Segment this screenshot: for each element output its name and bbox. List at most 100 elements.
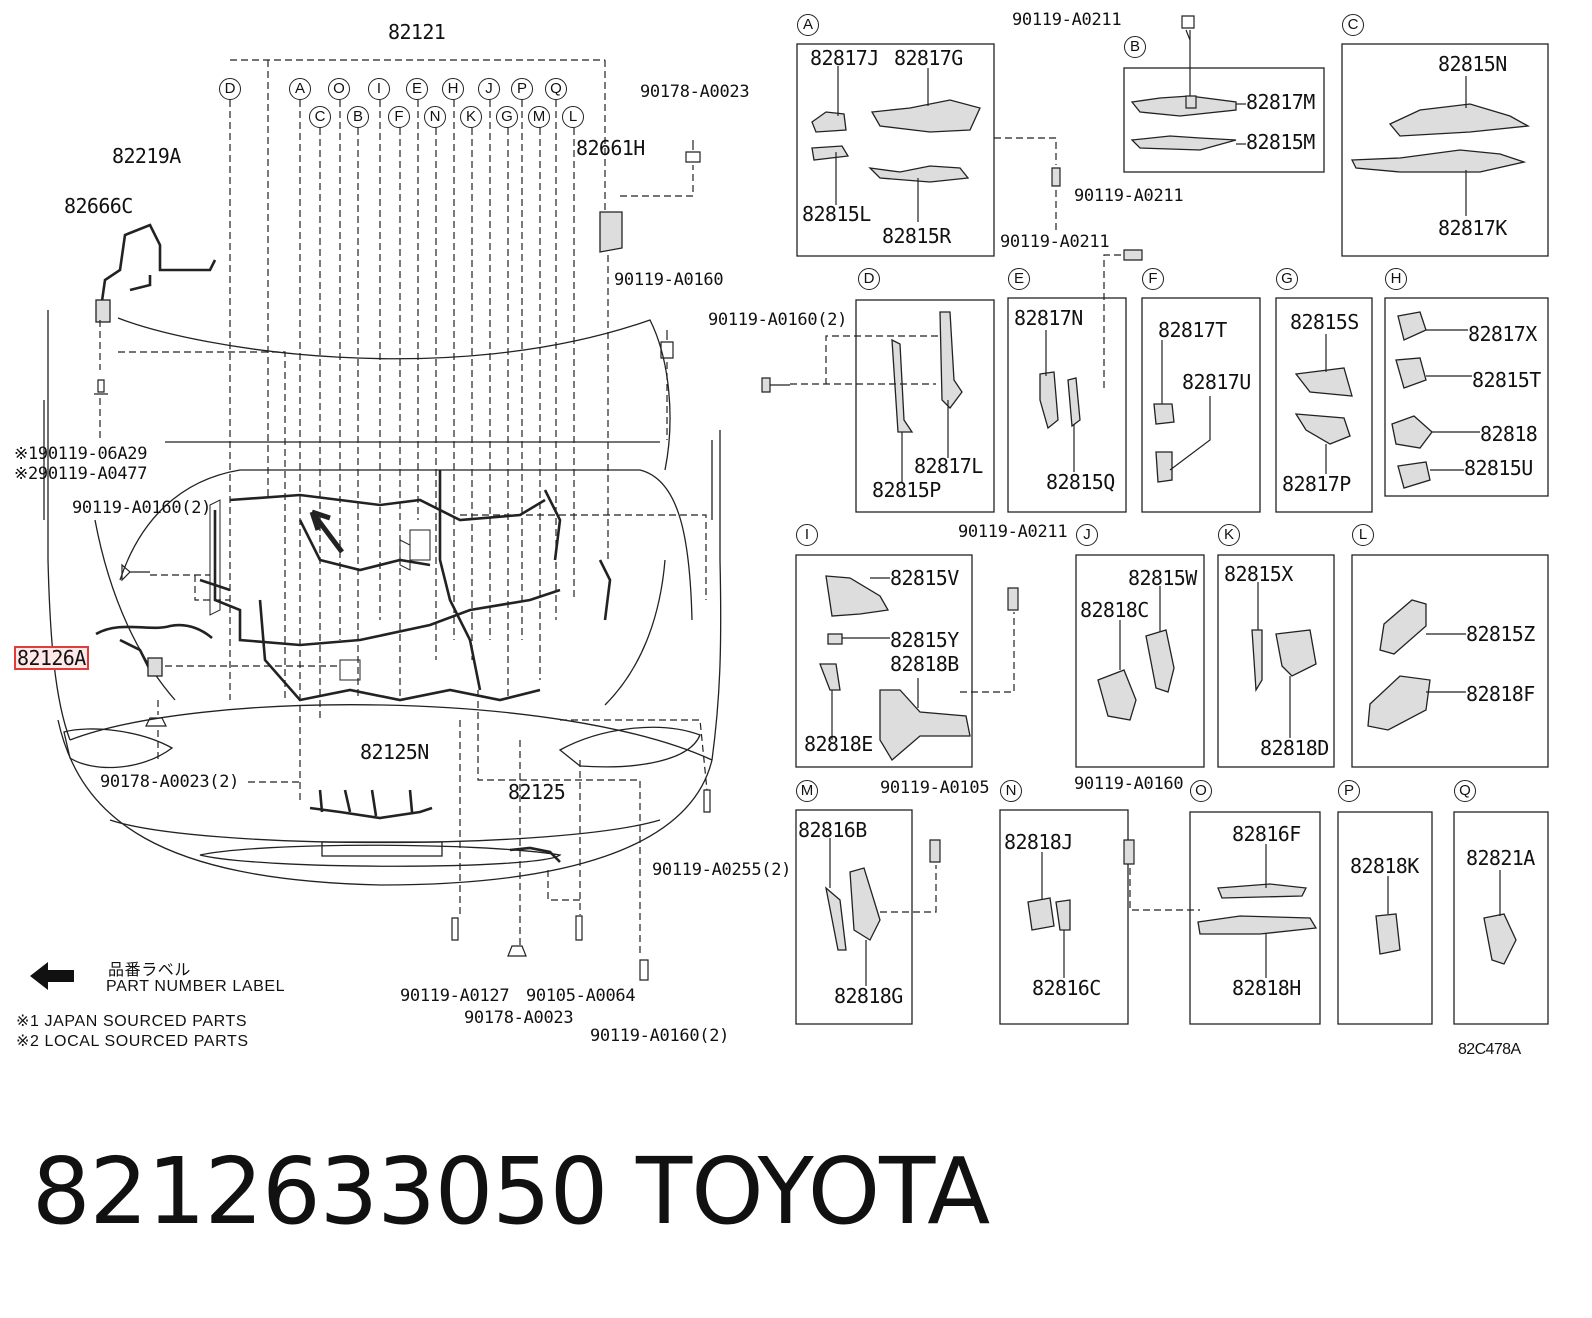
label-82817N: 82817N	[1014, 306, 1083, 330]
label-82818J: 82818J	[1004, 830, 1073, 854]
label-82818F: 82818F	[1466, 682, 1535, 706]
harness-82219A	[98, 223, 217, 316]
box-L	[1351, 554, 1549, 768]
box-P	[1337, 811, 1433, 1025]
label-82818K: 82818K	[1350, 854, 1419, 878]
ref-callout-k: K	[460, 106, 482, 128]
label-82821A: 82821A	[1466, 846, 1535, 870]
headlamp-left	[63, 728, 174, 769]
label-82818E: 82818E	[804, 732, 873, 756]
label-82818B: 82818B	[890, 652, 959, 676]
lower-grille	[199, 844, 562, 867]
label-82816F: 82816F	[1232, 822, 1301, 846]
label-90119-A0105: 90119-A0105	[880, 778, 990, 798]
detail-ref-q: Q	[1454, 780, 1476, 802]
label-82818H: 82818H	[1232, 976, 1301, 1000]
harness-82125	[509, 846, 561, 863]
detail-ref-a: A	[797, 14, 819, 36]
label-82817X: 82817X	[1468, 322, 1537, 346]
box-K	[1217, 554, 1335, 768]
ref-callout-m: M	[528, 106, 550, 128]
label-82125N: 82125N	[360, 740, 429, 764]
label-90119-A0211-mid1: 90119-A0211	[1074, 186, 1184, 206]
box-B	[1123, 67, 1325, 173]
box-G	[1275, 297, 1373, 513]
detail-ref-m: M	[796, 780, 818, 802]
ref-callout-j: J	[478, 78, 500, 100]
engine-harness	[199, 470, 612, 702]
ref-callout-f: F	[388, 106, 410, 128]
bumper-top	[69, 704, 713, 761]
box-H	[1384, 297, 1549, 497]
ref-callout-a: A	[289, 78, 311, 100]
label-82815Q: 82815Q	[1046, 470, 1115, 494]
detail-ref-b: B	[1124, 36, 1146, 58]
label-82815T: 82815T	[1472, 368, 1541, 392]
box-I	[795, 554, 973, 768]
label-90119-A0211-mid2: 90119-A0211	[1000, 232, 1110, 252]
label-82818G: 82818G	[834, 984, 903, 1008]
detail-ref-d: D	[858, 268, 880, 290]
ref-callout-c: C	[309, 106, 331, 128]
label-90178-A0023-top: 90178-A0023	[640, 82, 750, 102]
label-90119-A0211-top: 90119-A0211	[1012, 10, 1122, 30]
label-82666C: 82666C	[64, 194, 133, 218]
box-N	[999, 809, 1129, 1025]
label-82815U: 82815U	[1464, 456, 1533, 480]
detail-ref-g: G	[1276, 268, 1298, 290]
label-90119-A0127: 90119-A0127	[400, 986, 510, 1006]
box-Q	[1453, 811, 1549, 1025]
label-90119-A0160-2-detail: 90119-A0160(2)	[708, 310, 848, 330]
detail-ref-n: N	[1000, 780, 1022, 802]
label-82815R: 82815R	[882, 224, 951, 248]
headlamp-right	[558, 726, 701, 768]
detail-ref-i: I	[796, 524, 818, 546]
footer-brand: TOYOTA	[636, 1138, 990, 1245]
ref-callout-b: B	[347, 106, 369, 128]
legend-label-jp: 品番ラベル	[108, 962, 192, 979]
label-82126A-highlighted[interactable]: 82126A	[14, 646, 89, 670]
label-82815P: 82815P	[872, 478, 941, 502]
ref-callout-o: O	[328, 78, 350, 100]
label-82121: 82121	[388, 20, 446, 44]
label-90119-A0211-ij: 90119-A0211	[958, 522, 1068, 542]
label-90178-A0023-bottom: 90178-A0023	[464, 1008, 574, 1028]
bumper-face	[57, 719, 713, 886]
body-right-outline	[711, 430, 722, 761]
ref-callout-h: H	[442, 78, 464, 100]
label-note-local-bolt: ※290119-A0477	[14, 464, 148, 484]
label-90119-A0160-2-bottom: 90119-A0160(2)	[590, 1026, 730, 1046]
harness-82126A	[95, 623, 213, 671]
detail-ref-h: H	[1385, 268, 1407, 290]
detail-ref-f: F	[1142, 268, 1164, 290]
detail-ref-o: O	[1190, 780, 1212, 802]
box-A	[796, 43, 995, 257]
body-left-outline	[47, 310, 71, 741]
box-C	[1341, 43, 1549, 257]
label-82817K: 82817K	[1438, 216, 1507, 240]
label-note-japan-bolt: ※190119-06A29	[14, 444, 148, 464]
detail-ref-k: K	[1218, 524, 1240, 546]
label-82818: 82818	[1480, 422, 1538, 446]
label-82125: 82125	[508, 780, 566, 804]
label-90119-A0160-2-left: 90119-A0160(2)	[72, 498, 212, 518]
label-82817J: 82817J	[810, 46, 879, 70]
label-82219A: 82219A	[112, 144, 181, 168]
detail-ref-c: C	[1342, 14, 1364, 36]
label-82815L: 82815L	[802, 202, 871, 226]
label-90119-A0255-2: 90119-A0255(2)	[652, 860, 792, 880]
box-D	[855, 299, 995, 513]
label-82817L: 82817L	[914, 454, 983, 478]
label-82817M: 82817M	[1246, 90, 1315, 114]
harness-82125N	[309, 789, 433, 820]
label-90119-A0160-no: 90119-A0160	[1074, 774, 1184, 794]
ref-callout-e: E	[406, 78, 428, 100]
hood-outline	[117, 317, 671, 471]
detail-ref-l: L	[1352, 524, 1374, 546]
ref-callout-d: D	[219, 78, 241, 100]
label-82817U: 82817U	[1182, 370, 1251, 394]
bracket-82661H	[599, 211, 623, 253]
fastener-icons	[94, 140, 711, 981]
